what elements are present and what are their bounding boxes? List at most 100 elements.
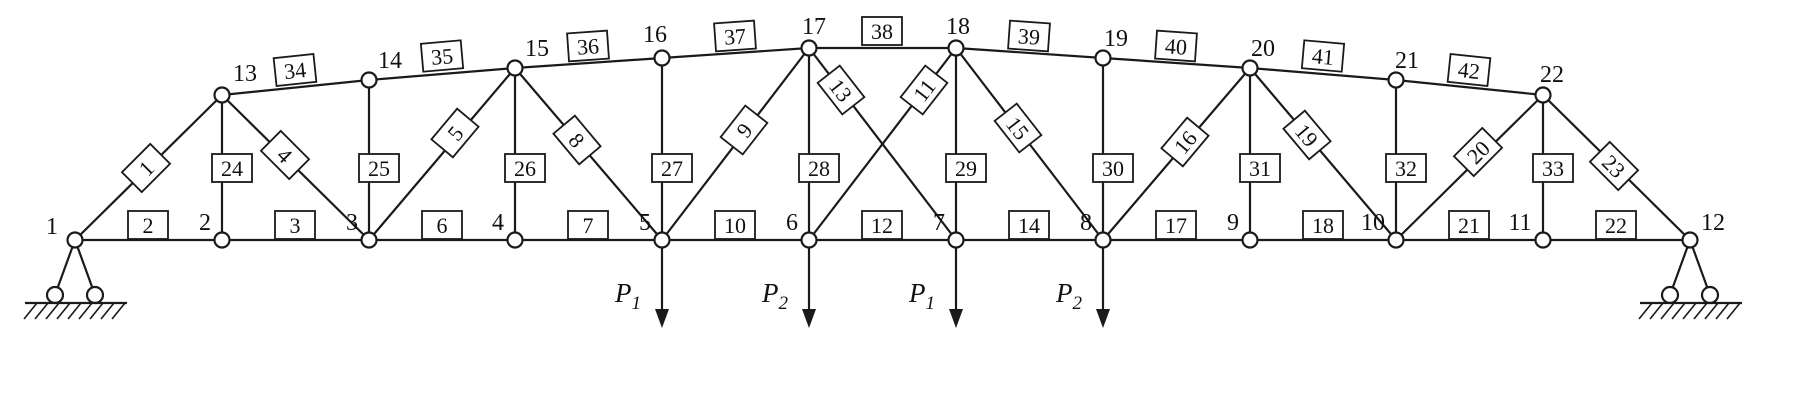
member-label-box	[1446, 52, 1492, 88]
member-number: 26	[514, 156, 536, 181]
member-26-label: 26	[504, 153, 546, 183]
member-19-label: 19	[1282, 109, 1332, 161]
member-label-box	[714, 210, 756, 240]
load-arrow-node-8: P2	[1055, 240, 1110, 328]
support-hatch-icon	[56, 302, 71, 320]
member-number: 42	[1457, 57, 1481, 84]
member-label-box	[798, 153, 840, 183]
member-number: 32	[1395, 156, 1417, 181]
support-hatch-icon	[111, 302, 126, 320]
member-38-label: 38	[861, 16, 903, 46]
member-36-line	[514, 56, 663, 70]
member-label-box	[719, 104, 769, 156]
member-label-box	[1452, 126, 1504, 178]
member-number: 21	[1458, 213, 1480, 238]
node-11-label: 11	[1508, 210, 1531, 236]
member-label-box	[566, 29, 610, 63]
member-40-label: 40	[1154, 29, 1198, 63]
member-label-box	[713, 19, 757, 53]
support-hatch-icon	[23, 302, 38, 320]
support-hatch-icon	[45, 302, 60, 320]
node-6-label: 6	[786, 210, 798, 236]
member-label-box	[504, 153, 546, 183]
load-label-subscript: 1	[632, 293, 642, 314]
node-6	[800, 231, 818, 249]
support-hatch-icon	[1638, 302, 1653, 320]
member-label-box	[430, 107, 480, 159]
node-22-label: 22	[1540, 62, 1564, 88]
node-20	[1241, 59, 1259, 77]
support-node-12	[1638, 239, 1742, 320]
load-label-subscript: 2	[779, 293, 789, 314]
node-16-label: 16	[643, 22, 667, 48]
support-hatch-icon	[1660, 302, 1675, 320]
member-10-label: 10	[714, 210, 756, 240]
node-21	[1387, 71, 1405, 89]
member-number: 37	[723, 23, 747, 49]
member-number: 40	[1164, 33, 1188, 59]
node-11	[1534, 231, 1552, 249]
member-label-box	[861, 210, 903, 240]
node-2-label: 2	[199, 210, 211, 236]
member-25-label: 25	[358, 153, 400, 183]
member-40-line	[1102, 56, 1251, 70]
member-number: 25	[368, 156, 390, 181]
support-roller-icon	[85, 285, 105, 305]
member-label-box	[120, 142, 172, 194]
member-label-box	[1239, 153, 1281, 183]
member-label-box	[127, 210, 169, 240]
member-35-line	[368, 66, 516, 82]
node-10	[1387, 231, 1405, 249]
member-32-label: 32	[1385, 153, 1427, 183]
node-13	[213, 86, 231, 104]
node-22	[1534, 86, 1552, 104]
member-39-label: 39	[1007, 19, 1051, 53]
load-arrowhead-icon	[802, 309, 816, 328]
member-number: 41	[1311, 43, 1335, 70]
member-label-box	[1595, 210, 1637, 240]
member-number: 38	[871, 19, 893, 44]
member-39-line	[955, 46, 1104, 60]
member-label-box	[419, 39, 465, 73]
member-33-label: 33	[1532, 153, 1574, 183]
node-19-label: 19	[1104, 26, 1128, 52]
member-1-label: 1	[120, 142, 172, 194]
member-number: 10	[724, 213, 746, 238]
member-9-label: 9	[719, 104, 769, 156]
node-10-label: 10	[1361, 210, 1385, 236]
member-21-label: 21	[1448, 210, 1490, 240]
node-15	[506, 59, 524, 77]
member-label-box	[1092, 153, 1134, 183]
member-label-box	[861, 16, 903, 46]
support-leg-icon	[73, 239, 97, 296]
node-8-label: 8	[1080, 210, 1092, 236]
node-13-label: 13	[233, 61, 257, 87]
support-hatch-icon	[1649, 302, 1664, 320]
member-27-label: 27	[651, 153, 693, 183]
member-2-label: 2	[127, 210, 169, 240]
member-19-line	[1249, 67, 1397, 241]
member-label-box	[1007, 19, 1051, 53]
member-37-label: 37	[713, 19, 757, 53]
member-number: 24	[221, 156, 243, 181]
member-label-box	[945, 153, 987, 183]
member-number: 33	[1542, 156, 1564, 181]
member-number: 7	[583, 213, 594, 238]
member-34-line	[221, 78, 370, 97]
load-label-subscript: 1	[926, 293, 936, 314]
member-number: 29	[955, 156, 977, 181]
member-24-label: 24	[211, 153, 253, 183]
support-hatch-icon	[1693, 302, 1708, 320]
member-label-box	[1008, 210, 1050, 240]
node-4-label: 4	[492, 210, 504, 236]
member-number: 36	[576, 33, 600, 59]
load-label: P2	[1055, 278, 1083, 314]
member-label-box	[211, 153, 253, 183]
member-number: 18	[1312, 213, 1334, 238]
member-label-box	[651, 153, 693, 183]
member-6-label: 6	[421, 210, 463, 240]
member-label-box	[1532, 153, 1574, 183]
member-11-label: 11	[899, 64, 949, 116]
member-label-box	[1300, 39, 1346, 73]
